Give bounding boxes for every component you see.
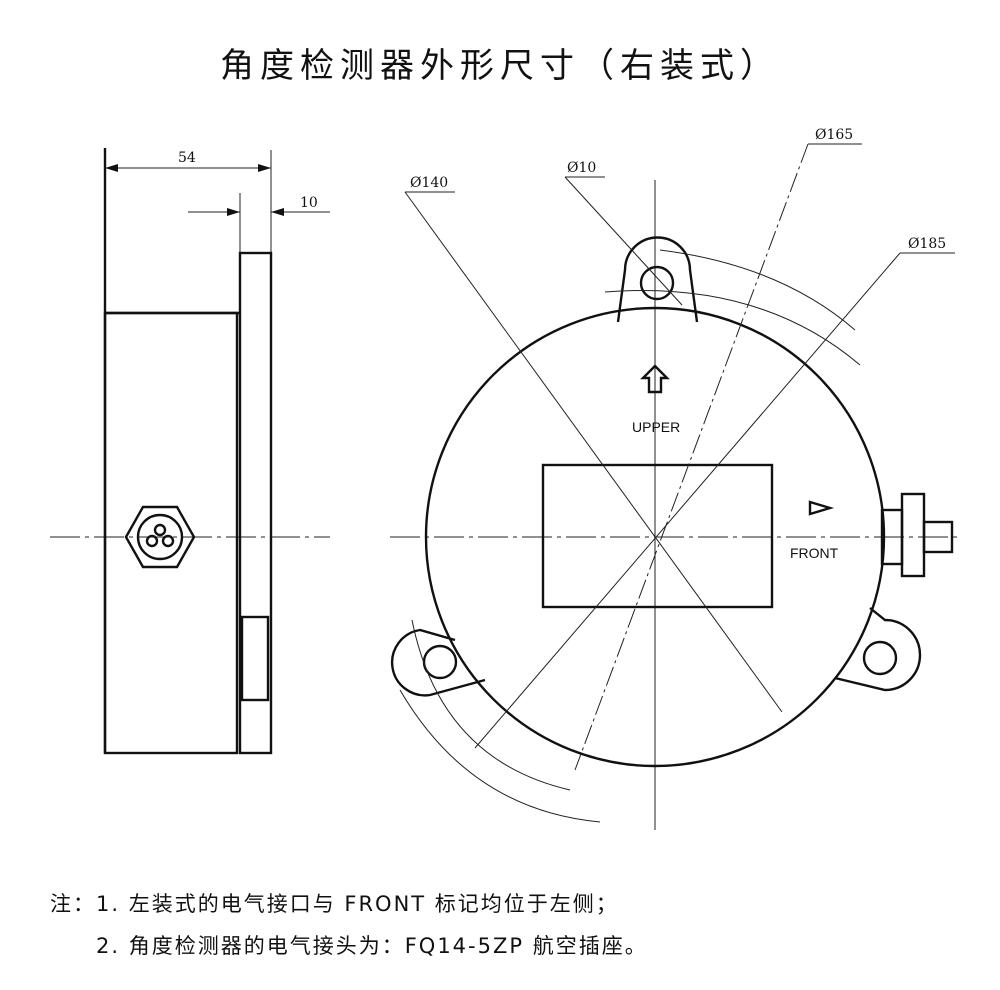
note-2: 2. 角度检测器的电气接头为：FQ14-5ZP 航空插座。	[96, 934, 648, 958]
dim-d10: Ø10	[567, 160, 596, 176]
dim-d140: Ø140	[410, 175, 448, 191]
dim-d165: Ø165	[815, 127, 853, 143]
front-view: UPPER FRONT Ø140 Ø10 Ø165 Ø185	[390, 127, 960, 830]
upper-label: UPPER	[632, 419, 680, 435]
connector-nut	[124, 505, 196, 569]
front-label: FRONT	[790, 545, 839, 561]
dim-plate-10: 10	[300, 195, 318, 211]
upper-arrow-icon	[640, 364, 670, 394]
front-arrow-icon	[808, 500, 835, 516]
note-1: 注：1. 左装式的电气接口与 FRONT 标记均位于左侧；	[50, 892, 619, 916]
side-view: 54 10	[50, 148, 330, 755]
dim-d185: Ø185	[908, 236, 946, 252]
dim-width-54: 54	[178, 150, 196, 166]
connector-fitting	[880, 492, 954, 578]
drawing-title: 角度检测器外形尺寸（右装式）	[220, 46, 780, 86]
